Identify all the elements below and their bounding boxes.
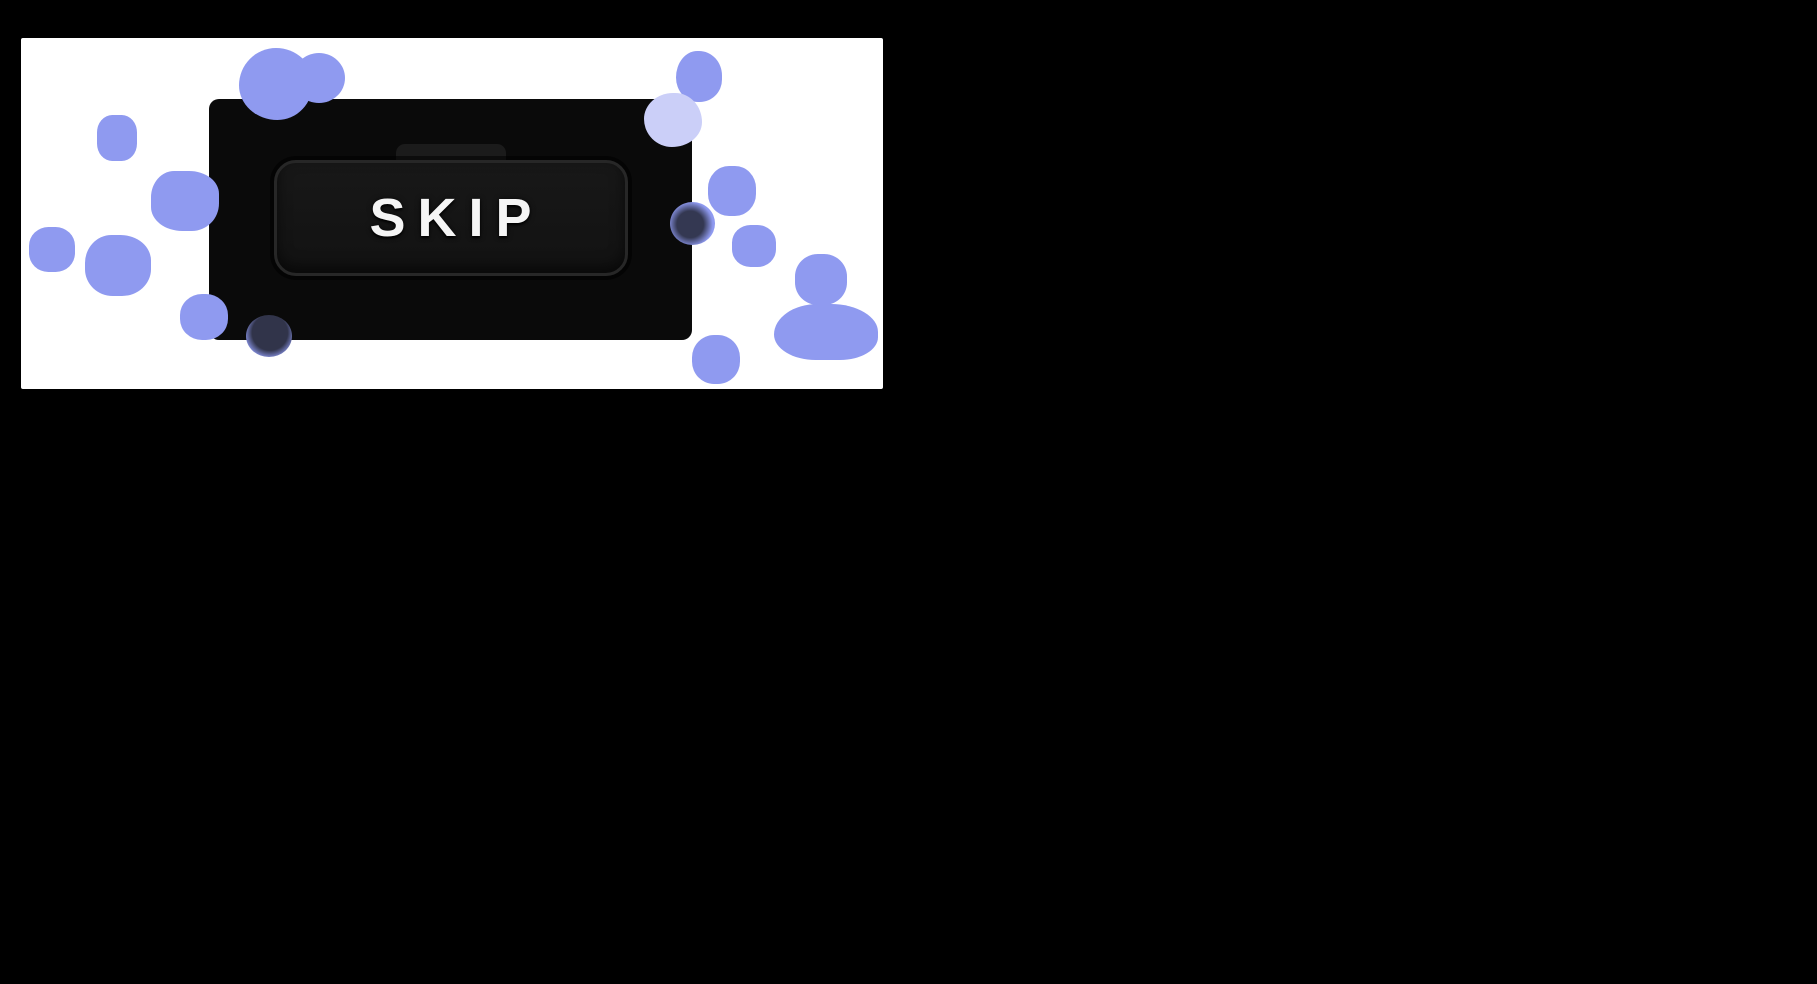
ink-blob <box>795 254 847 305</box>
ink-blob <box>97 115 137 161</box>
ink-blob <box>732 225 776 267</box>
skip-button[interactable]: SKIP <box>273 160 628 276</box>
ink-blob <box>774 304 878 360</box>
ink-blob <box>708 166 756 216</box>
ink-blob <box>293 53 345 103</box>
ink-blob <box>85 235 151 296</box>
ink-blob <box>692 335 740 384</box>
ink-blob <box>676 51 722 102</box>
ink-blob <box>29 227 75 272</box>
skip-button-label: SKIP <box>369 188 544 248</box>
skip-overlay: SKIP <box>209 99 692 340</box>
ad-panel: SKIP <box>21 38 883 389</box>
